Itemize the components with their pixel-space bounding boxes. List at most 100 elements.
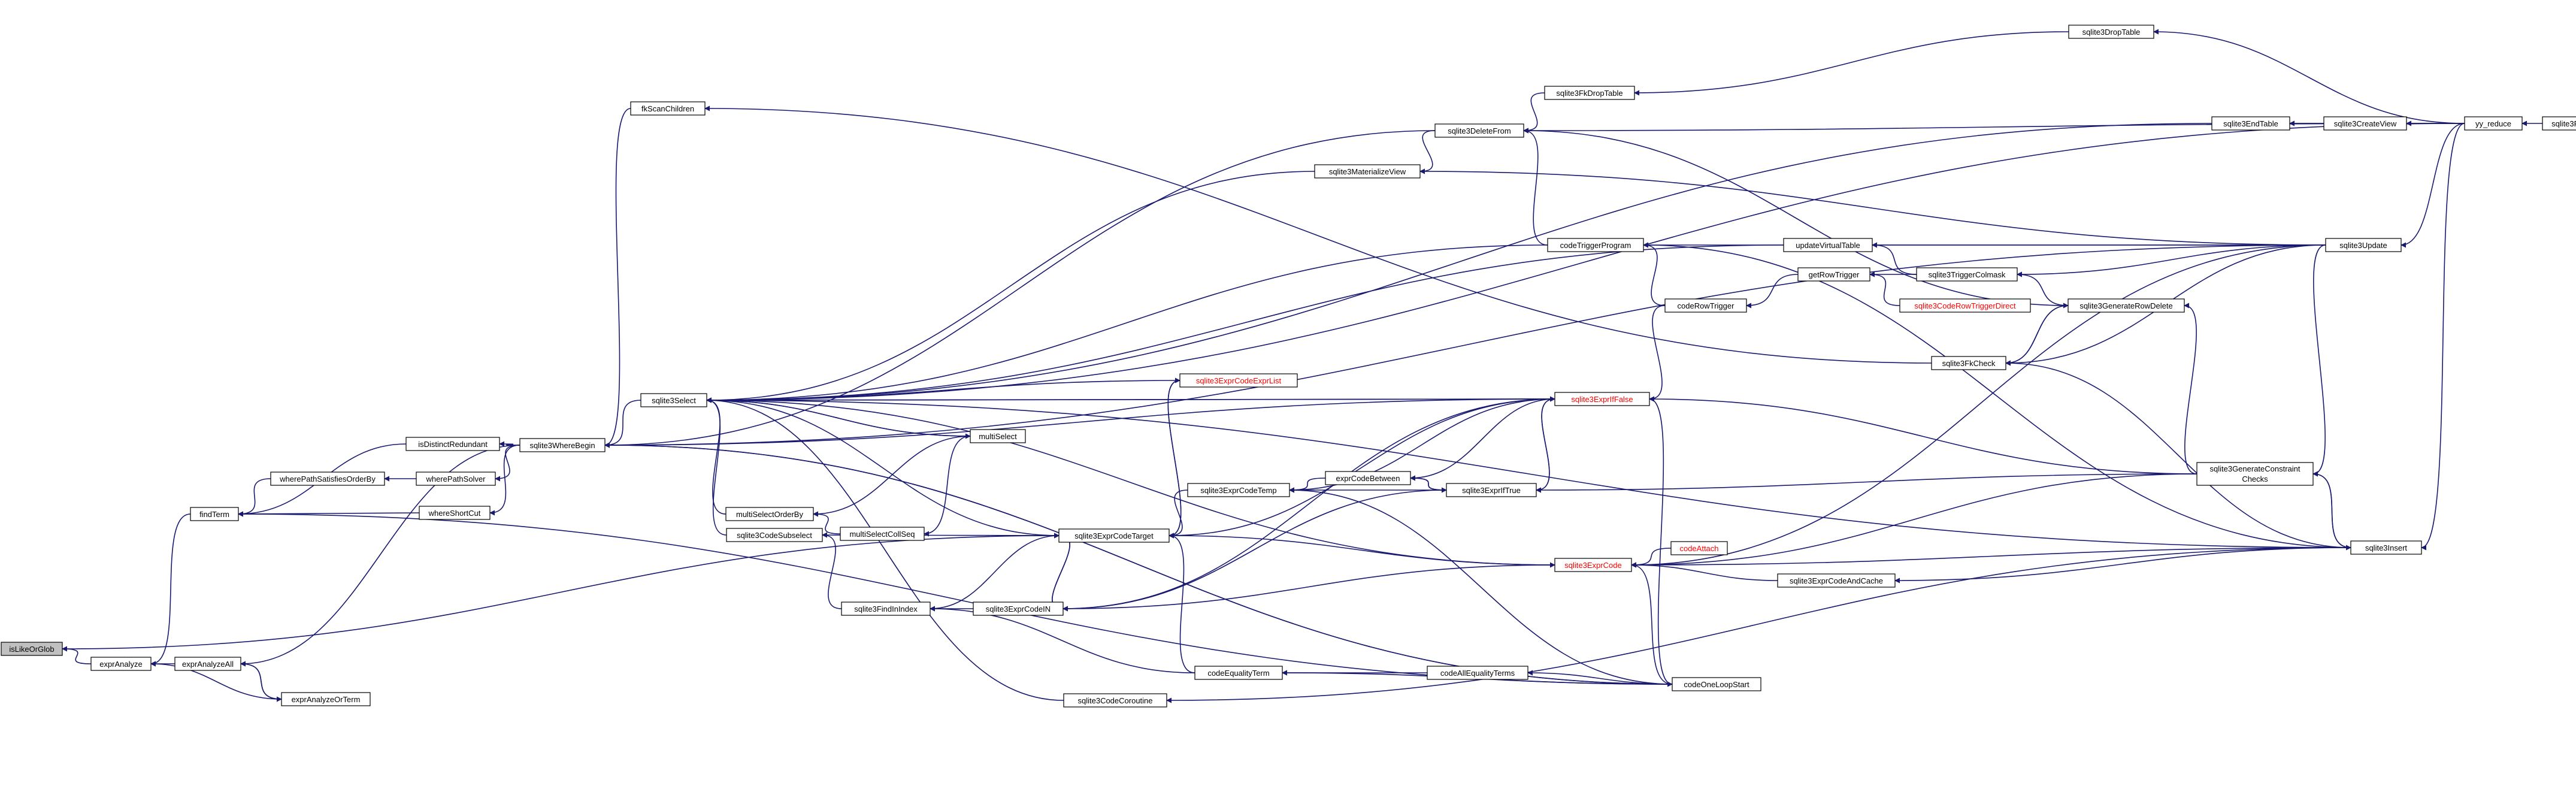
- node-whereShortCut[interactable]: whereShortCut: [419, 506, 491, 520]
- call-edge-sqlite3WhereBegin-fkScanChildren: [604, 108, 631, 448]
- node-wherePathSolver[interactable]: wherePathSolver: [416, 472, 496, 486]
- node-isDistinctRedundant[interactable]: isDistinctRedundant: [405, 437, 500, 451]
- node-sqlite3Select[interactable]: sqlite3Select: [640, 393, 707, 407]
- call-edge-sqlite3DeleteFrom-yy_reduce: [1523, 123, 2465, 134]
- node-isLikeOrGlob[interactable]: isLikeOrGlob: [1, 642, 63, 656]
- call-edge-sqlite3DropTable-yy_reduce: [2153, 29, 2465, 124]
- node-box: [2464, 116, 2523, 131]
- node-codeAttach[interactable]: codeAttach: [1670, 541, 1728, 555]
- node-codeRowTrigger[interactable]: codeRowTrigger: [1664, 298, 1747, 313]
- node-codeAllEqualityTerms[interactable]: codeAllEqualityTerms: [1427, 666, 1528, 680]
- node-wherePathSatisfiesOrderBy[interactable]: wherePathSatisfiesOrderBy: [270, 472, 385, 486]
- node-sqlite3FindInIndex[interactable]: sqlite3FindInIndex: [841, 602, 931, 616]
- node-sqlite3DropTable[interactable]: sqlite3DropTable: [2068, 25, 2154, 39]
- call-edge-sqlite3FkCheck-sqlite3Insert: [2005, 360, 2351, 548]
- node-codeEqualityTerm[interactable]: codeEqualityTerm: [1194, 666, 1283, 680]
- node-fkScanChildren[interactable]: fkScanChildren: [630, 101, 706, 116]
- call-edge-findTerm-codeOneLoopStart: [238, 511, 1673, 685]
- call-edge-sqlite3Select-yy_reduce: [706, 123, 2465, 403]
- node-box: [1554, 392, 1650, 406]
- node-sqlite3ExprCodeIN[interactable]: sqlite3ExprCodeIN: [973, 602, 1064, 616]
- edge-layer: [62, 29, 2542, 703]
- node-box: [1797, 267, 1870, 282]
- node-sqlite3FkDropTable[interactable]: sqlite3FkDropTable: [1544, 86, 1635, 100]
- node-exprCodeBetween[interactable]: exprCodeBetween: [1325, 471, 1411, 485]
- node-findTerm[interactable]: findTerm: [190, 507, 239, 521]
- node-box: [1427, 666, 1528, 680]
- node-sqlite3Insert[interactable]: sqlite3Insert: [2350, 540, 2422, 555]
- node-getRowTrigger[interactable]: getRowTrigger: [1797, 267, 1870, 282]
- node-sqlite3ExprCodeTarget[interactable]: sqlite3ExprCodeTarget: [1058, 528, 1170, 543]
- call-edge-codeTriggerProgram-sqlite3Insert: [1643, 242, 2351, 548]
- node-label: sqlite3WhereBegin: [529, 441, 595, 450]
- node-label: codeAttach: [1679, 544, 1718, 553]
- node-exprAnalyzeOrTerm[interactable]: exprAnalyzeOrTerm: [281, 692, 371, 706]
- node-sqlite3TriggerColmask[interactable]: sqlite3TriggerColmask: [1916, 267, 2018, 282]
- call-edge-sqlite3Select-sqlite3CodeCoroutine: [706, 397, 1064, 701]
- node-label: sqlite3ExprIfTrue: [1462, 486, 1521, 495]
- node-sqlite3WhereBegin[interactable]: sqlite3WhereBegin: [519, 438, 606, 452]
- node-exprAnalyzeAll[interactable]: exprAnalyzeAll: [174, 657, 241, 671]
- node-sqlite3ExprCodeExprList[interactable]: sqlite3ExprCodeExprList: [1179, 373, 1298, 388]
- node-sqlite3ExprIfFalse[interactable]: sqlite3ExprIfFalse: [1554, 392, 1650, 406]
- node-label: findTerm: [199, 510, 229, 519]
- node-updateVirtualTable[interactable]: updateVirtualTable: [1783, 238, 1873, 252]
- node-box: [2211, 116, 2290, 131]
- node-sqlite3CodeCoroutine[interactable]: sqlite3CodeCoroutine: [1063, 693, 1167, 708]
- node-sqlite3GenerateRowDelete[interactable]: sqlite3GenerateRowDelete: [2068, 298, 2185, 313]
- call-edge-multiSelectCollSeq-multiSelect: [924, 436, 971, 537]
- node-sqlite3DeleteFrom[interactable]: sqlite3DeleteFrom: [1434, 123, 1524, 138]
- node-label: getRowTrigger: [1809, 270, 1860, 279]
- node-label: sqlite3DropTable: [2082, 28, 2141, 37]
- node-sqlite3CodeSubselect[interactable]: sqlite3CodeSubselect: [726, 528, 823, 542]
- node-box: [726, 528, 823, 542]
- node-sqlite3ExprIfTrue[interactable]: sqlite3ExprIfTrue: [1446, 483, 1537, 497]
- call-edge-codeRowTrigger-getRowTrigger: [1746, 274, 1799, 309]
- call-edge-sqlite3ExprCode-sqlite3ExprCodeIN: [1063, 562, 1555, 609]
- node-sqlite3Update[interactable]: sqlite3Update: [2325, 238, 2402, 252]
- node-sqlite3ExprCodeTemp[interactable]: sqlite3ExprCodeTemp: [1187, 483, 1290, 497]
- node-label: wherePathSolver: [426, 474, 486, 483]
- node-box: [1899, 298, 2031, 313]
- node-sqlite3Parser[interactable]: sqlite3Parser: [2542, 116, 2576, 131]
- call-edge-sqlite3Insert-yy_reduce: [2421, 123, 2465, 551]
- node-label: whereShortCut: [428, 509, 481, 518]
- call-edge-sqlite3TriggerColmask-sqlite3GenerateRowDelete: [2017, 271, 2069, 306]
- call-edge-sqlite3ExprIfFalse-codeRowTrigger: [1649, 305, 1666, 402]
- node-exprAnalyze[interactable]: exprAnalyze: [90, 657, 152, 671]
- node-label: sqlite3EndTable: [2223, 119, 2278, 128]
- node-sqlite3CodeRowTriggerDirect[interactable]: sqlite3CodeRowTriggerDirect: [1899, 298, 2031, 313]
- node-multiSelect[interactable]: multiSelect: [970, 429, 1026, 443]
- node-label: wherePathSatisfiesOrderBy: [279, 474, 376, 483]
- node-sqlite3ExprCodeAndCache[interactable]: sqlite3ExprCodeAndCache: [1777, 573, 1896, 588]
- call-edge-multiSelectOrderBy-multiSelect: [813, 436, 971, 517]
- node-box: [1916, 267, 2018, 282]
- node-multiSelectOrderBy[interactable]: multiSelectOrderBy: [725, 507, 814, 521]
- node-sqlite3CreateView[interactable]: sqlite3CreateView: [2323, 116, 2407, 131]
- node-box: [630, 101, 706, 116]
- node-label: fkScanChildren: [641, 104, 694, 113]
- call-edge-sqlite3CodeSubselect-sqlite3FindInIndex: [822, 532, 842, 609]
- node-sqlite3FkCheck[interactable]: sqlite3FkCheck: [1931, 356, 2006, 370]
- node-label: exprCodeBetween: [1336, 474, 1400, 483]
- node-label: updateVirtualTable: [1796, 241, 1860, 250]
- node-sqlite3ExprCode[interactable]: sqlite3ExprCode: [1554, 558, 1632, 572]
- node-box: [2068, 298, 2185, 313]
- node-box: [640, 393, 707, 407]
- call-edge-exprAnalyzeAll-sqlite3WhereBegin: [240, 445, 520, 667]
- node-yy_reduce[interactable]: yy_reduce: [2464, 116, 2523, 131]
- node-label: sqlite3ExprCodeExprList: [1196, 376, 1282, 385]
- node-sqlite3MaterializeView[interactable]: sqlite3MaterializeView: [1314, 164, 1421, 179]
- call-edge-sqlite3ExprCodeIN-sqlite3ExprIfTrue: [1063, 489, 1447, 612]
- node-codeTriggerProgram[interactable]: codeTriggerProgram: [1547, 238, 1644, 252]
- node-codeOneLoopStart[interactable]: codeOneLoopStart: [1672, 677, 1761, 691]
- call-edge-exprAnalyze-exprAnalyzeOrTerm: [150, 661, 282, 700]
- call-edge-sqlite3Insert-sqlite3GenerateConstraintChecks: [2312, 473, 2351, 551]
- node-sqlite3EndTable[interactable]: sqlite3EndTable: [2211, 116, 2290, 131]
- node-box: [841, 602, 931, 616]
- node-multiSelectCollSeq[interactable]: multiSelectCollSeq: [840, 527, 925, 541]
- node-box: [1446, 483, 1537, 497]
- call-edge-sqlite3Select-sqlite3ExprCodeExprList: [706, 380, 1180, 403]
- call-edge-sqlite3ExprCodeTarget-sqlite3ExprCodeIN: [1052, 533, 1070, 609]
